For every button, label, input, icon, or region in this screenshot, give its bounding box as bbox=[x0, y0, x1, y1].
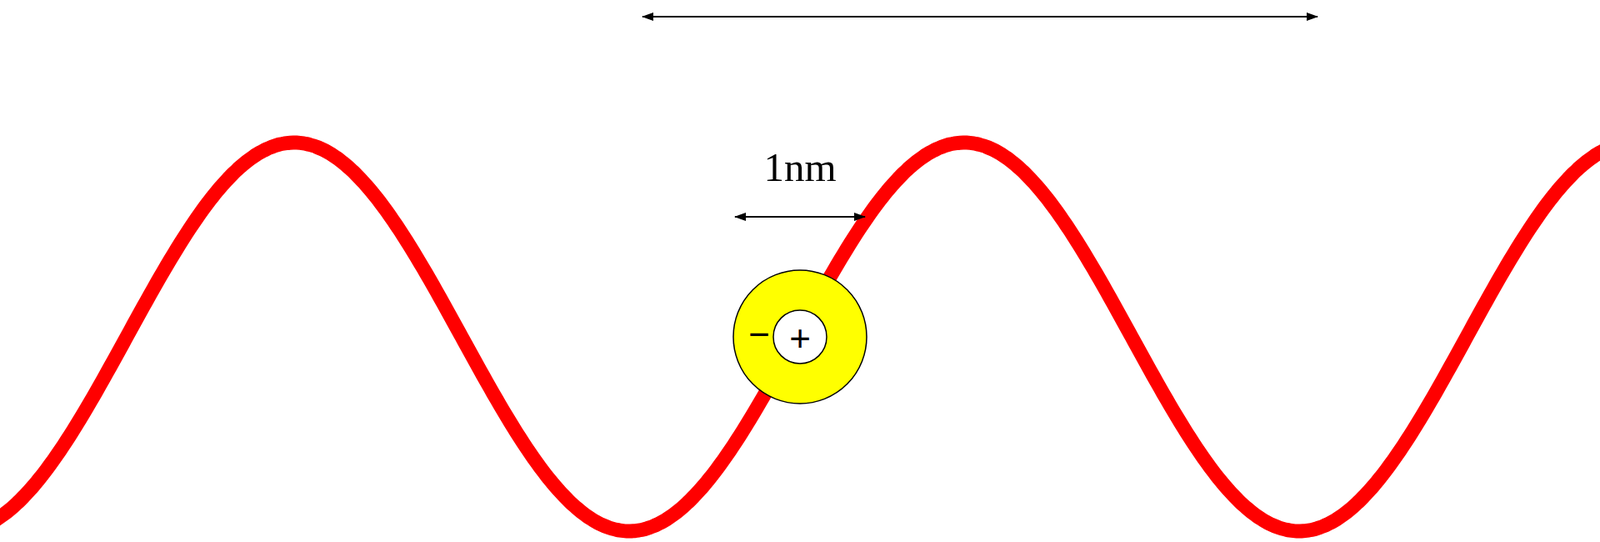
dimension-arrow bbox=[735, 215, 865, 218]
charge-sign: − bbox=[748, 315, 770, 353]
wave bbox=[0, 142, 1600, 531]
wavelength-arrow bbox=[642, 15, 1318, 18]
wave-layer bbox=[0, 142, 1600, 531]
charge-sign: + bbox=[789, 320, 811, 357]
atom-shell bbox=[733, 270, 867, 404]
dimension-label: 1nm bbox=[763, 146, 836, 188]
nucleus bbox=[773, 310, 827, 364]
